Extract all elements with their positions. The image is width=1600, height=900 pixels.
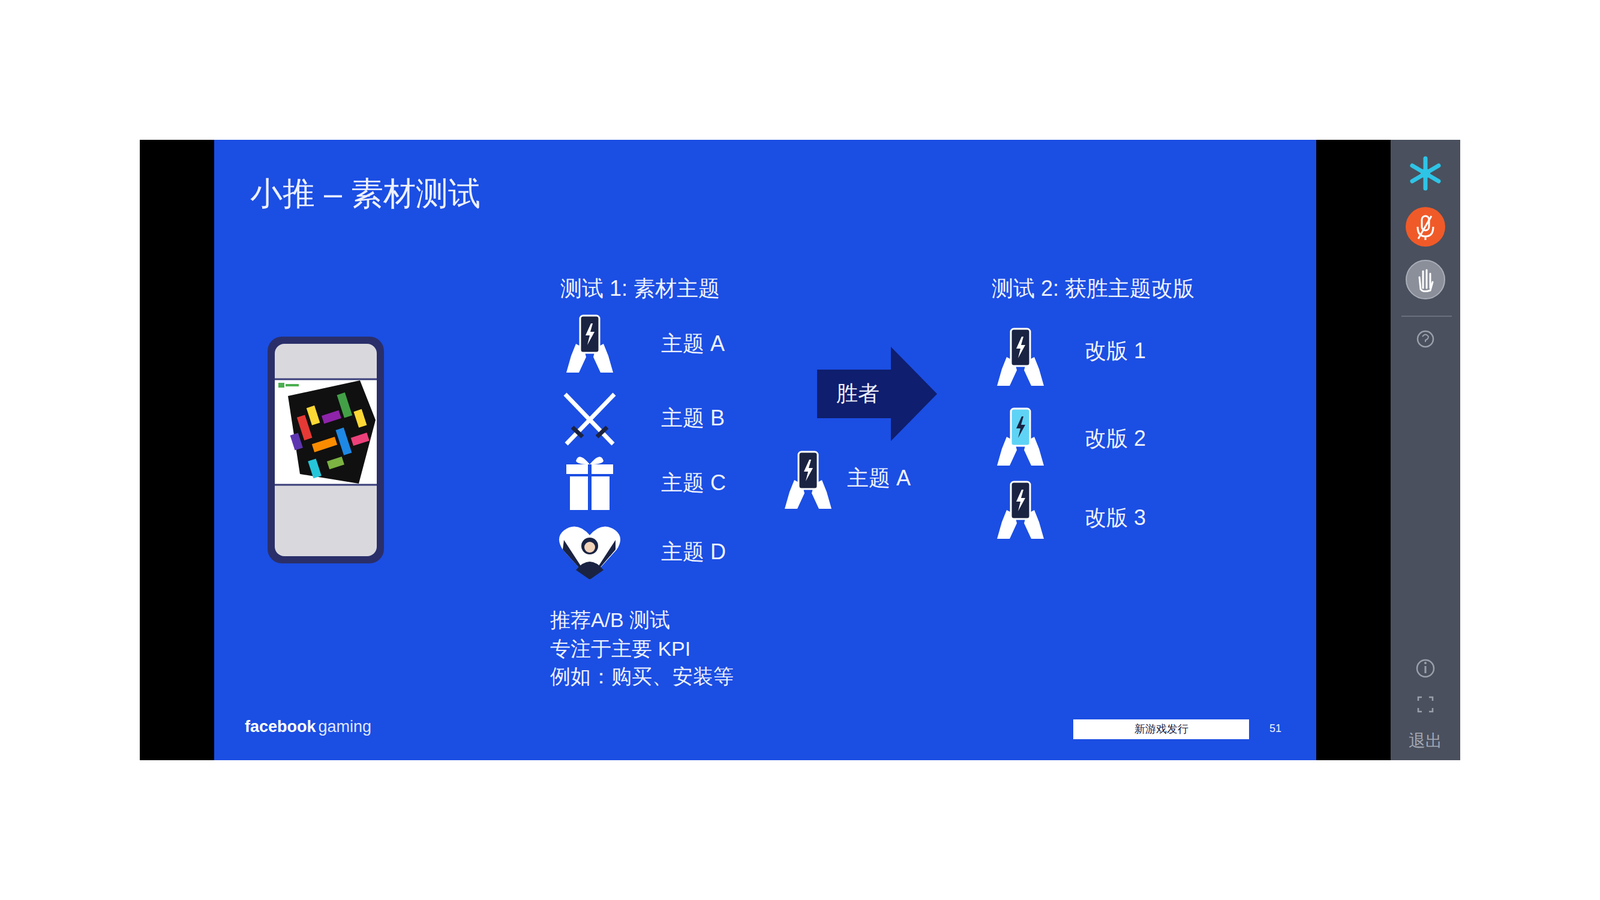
note-line: 例如：购买、安装等 <box>550 664 734 689</box>
theme-label: 主题 D <box>661 538 726 565</box>
gift-icon <box>566 456 614 510</box>
phone-illustration <box>267 336 384 564</box>
phone-in-hands-icon <box>784 451 832 509</box>
theme-label: 主题 C <box>661 469 726 496</box>
winner-arrow: 胜者 <box>817 346 938 441</box>
swords-icon <box>565 394 615 444</box>
footer-tag: 新游戏发行 <box>1134 722 1189 737</box>
variant-label: 改版 1 <box>1084 337 1146 364</box>
slide-background <box>214 139 1317 761</box>
phone-in-hands-icon <box>997 481 1044 539</box>
section-heading: 测试 1: 素材主题 <box>560 275 720 302</box>
variant-label: 改版 2 <box>1084 425 1146 452</box>
phone-in-hands-icon <box>997 328 1044 386</box>
video-frame <box>139 139 1461 761</box>
heart-person-icon <box>559 526 621 580</box>
winner-label: 主题 A <box>847 464 911 491</box>
viewer-sidebar <box>1390 139 1461 761</box>
footer-tag-box: 新游戏发行 <box>1073 719 1250 740</box>
phone-in-hands-icon <box>997 408 1044 466</box>
slide-title: 小推 – 素材测试 <box>250 173 481 213</box>
note-line: 推荐A/B 测试 <box>550 607 671 633</box>
brand-logo: gaming <box>318 716 372 737</box>
exit-button: 退出 <box>1408 730 1443 752</box>
theme-label: 主题 A <box>661 330 725 357</box>
brand-logo: facebook <box>244 716 317 737</box>
page-number: 51 <box>1269 722 1282 736</box>
section-heading: 测试 2: 获胜主题改版 <box>991 275 1195 302</box>
phone-in-hands-icon <box>566 315 614 373</box>
note-line: 专注于主要 KPI <box>550 636 691 662</box>
variant-label: 改版 3 <box>1084 504 1146 531</box>
theme-label: 主题 B <box>661 404 725 431</box>
arrow-label: 胜者 <box>836 380 880 407</box>
